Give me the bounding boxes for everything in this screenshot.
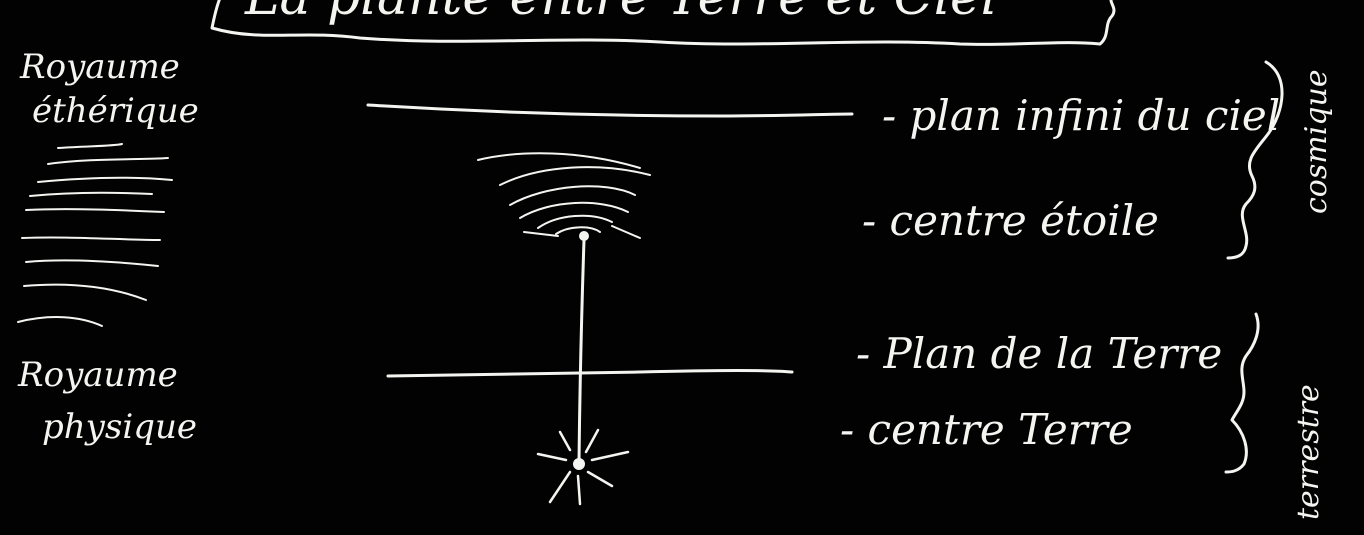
- label-royaume-physique-1: Royaume: [17, 355, 178, 395]
- vertical-axis: [579, 240, 584, 462]
- label-terrestre: terrestre: [1291, 384, 1326, 520]
- label-centre-terre: - centre Terre: [840, 405, 1133, 454]
- label-royaume-etherique-2: éthérique: [32, 91, 199, 131]
- label-plan-infini-du-ciel: - plan infini du ciel: [882, 91, 1280, 140]
- label-centre-etoile: - centre étoile: [862, 196, 1159, 245]
- label-royaume-etherique-1: Royaume: [19, 47, 180, 87]
- title-text: La plante entre Terre et Ciel: [244, 0, 997, 27]
- earth-plane-line: [388, 371, 792, 377]
- earth-center-point: [573, 458, 585, 470]
- etheric-field-lines: [18, 144, 172, 326]
- sky-plane-line: [368, 105, 852, 116]
- star-arcs: [478, 153, 650, 238]
- label-plan-de-la-terre: - Plan de la Terre: [856, 329, 1222, 378]
- label-cosmique: cosmique: [1299, 69, 1334, 214]
- label-royaume-physique-2: physique: [42, 407, 197, 447]
- terrestre-brace: [1226, 314, 1258, 472]
